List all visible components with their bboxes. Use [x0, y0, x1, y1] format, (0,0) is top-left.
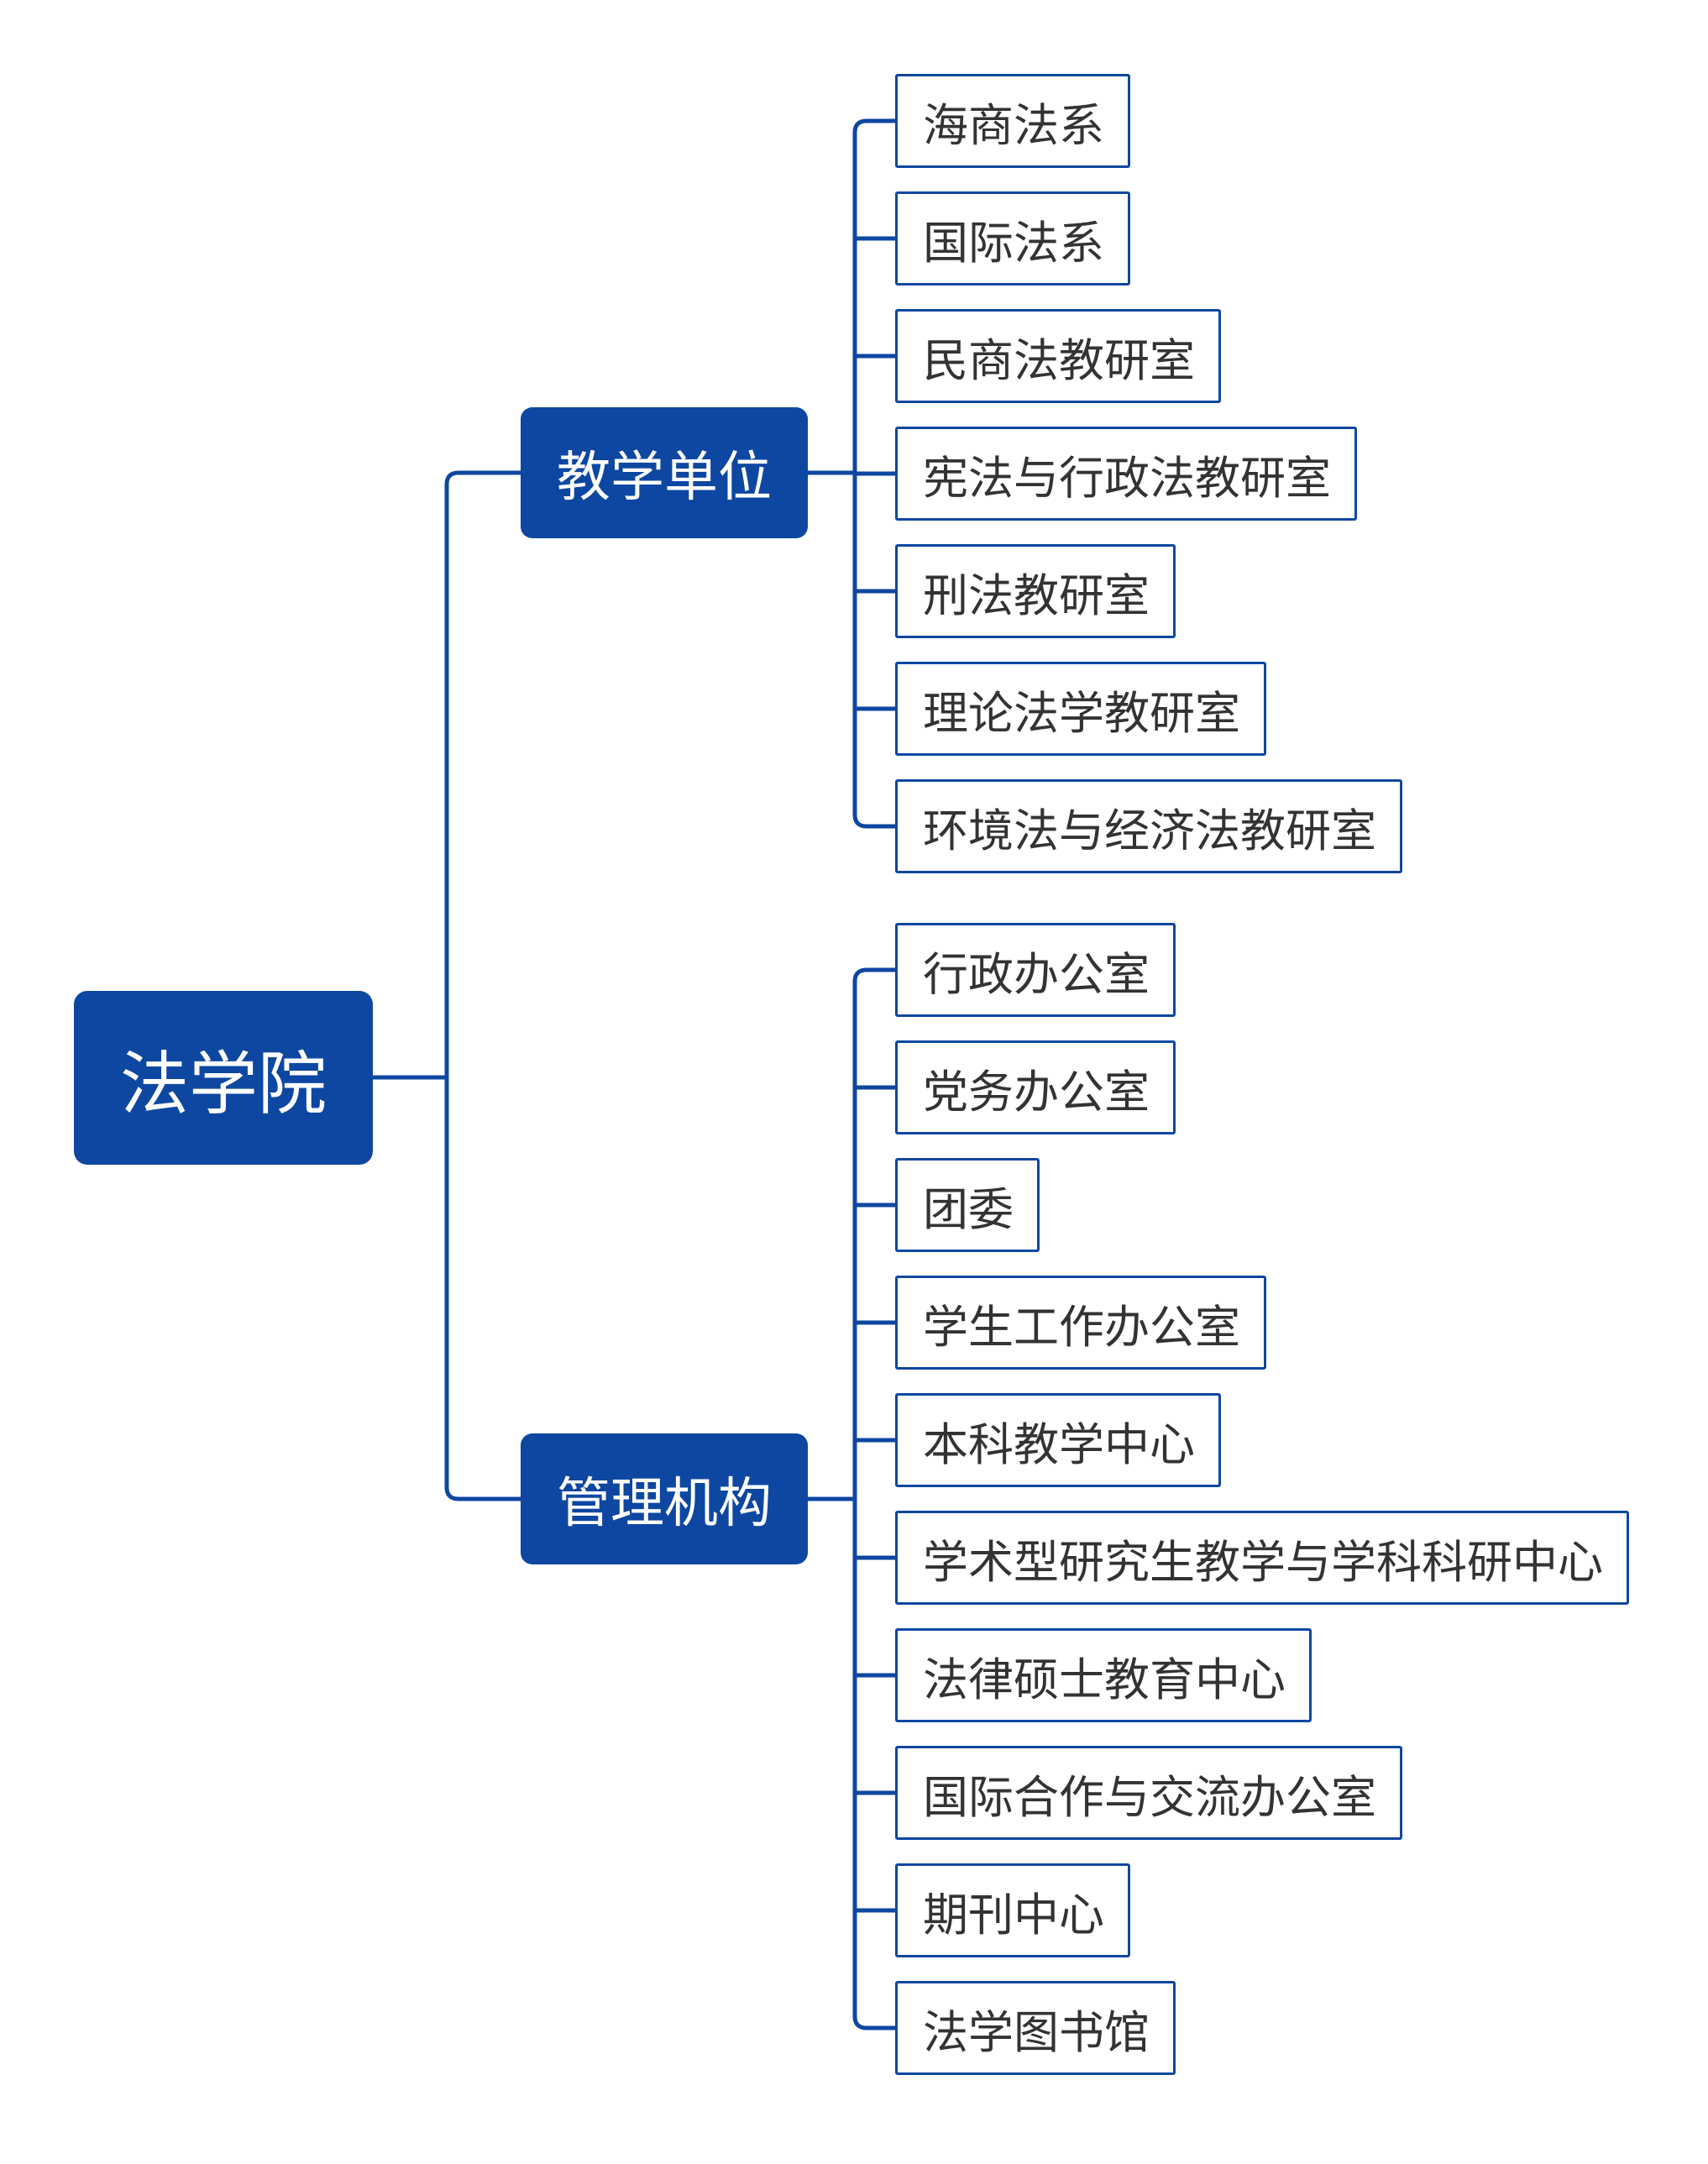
- leaf-node: 刑法教研室: [895, 544, 1176, 638]
- leaf-node: 学术型研究生教学与学科科研中心: [895, 1511, 1629, 1605]
- leaf-node: 海商法系: [895, 74, 1130, 168]
- leaf-node: 宪法与行政法教研室: [895, 427, 1357, 521]
- leaf-node: 学生工作办公室: [895, 1276, 1266, 1370]
- branch-node-admin-units: 管理机构: [521, 1433, 808, 1564]
- root-node: 法学院: [74, 991, 373, 1165]
- leaf-node: 团委: [895, 1158, 1040, 1252]
- leaf-node: 理论法学教研室: [895, 662, 1266, 756]
- leaf-node: 本科教学中心: [895, 1393, 1221, 1487]
- leaf-node: 民商法教研室: [895, 309, 1221, 403]
- leaf-node: 国际合作与交流办公室: [895, 1746, 1402, 1840]
- leaf-node: 行政办公室: [895, 923, 1176, 1017]
- leaf-node: 党务办公室: [895, 1040, 1176, 1134]
- leaf-node: 环境法与经济法教研室: [895, 779, 1402, 873]
- trunk-connector: [444, 470, 523, 1501]
- leaf-spine-connector: [852, 967, 898, 2030]
- leaf-node: 国际法系: [895, 191, 1130, 286]
- leaf-node: 期刊中心: [895, 1863, 1130, 1957]
- branch-node-teaching-units: 教学单位: [521, 407, 808, 538]
- leaf-node: 法律硕士教育中心: [895, 1628, 1312, 1722]
- leaf-node: 法学图书馆: [895, 1981, 1176, 2075]
